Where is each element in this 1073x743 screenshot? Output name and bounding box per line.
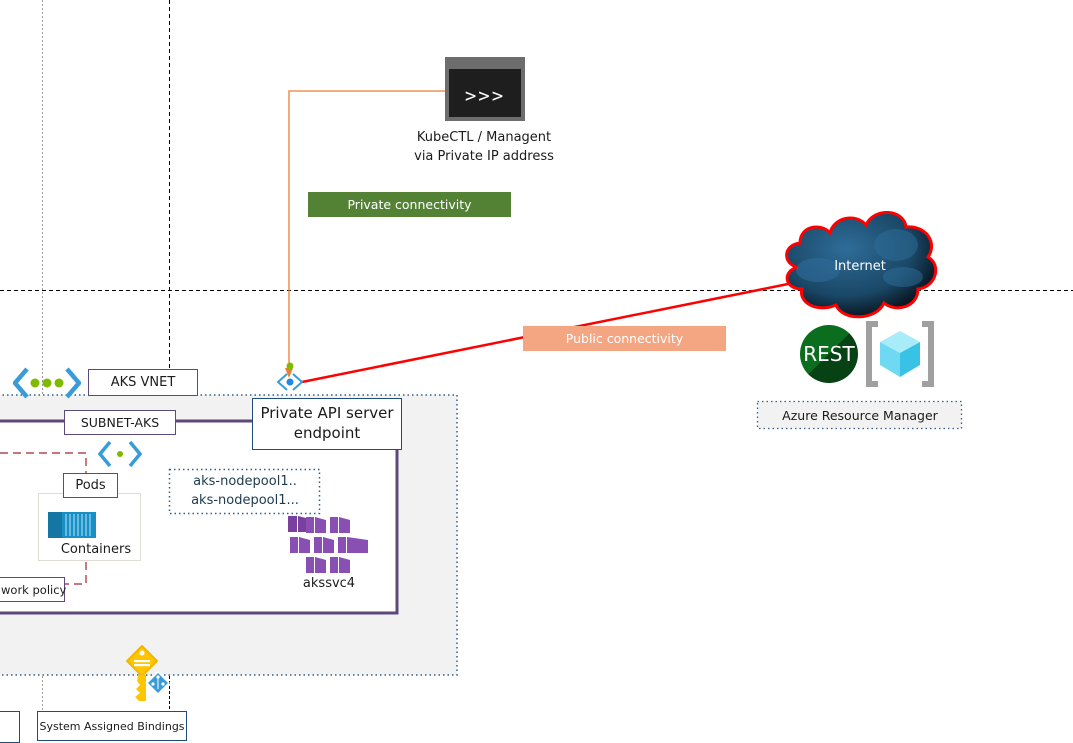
- left-bottom-box: [0, 711, 20, 743]
- terminal-prompt-glyph: >>>: [464, 85, 506, 107]
- resource-group-cube-icon: [866, 321, 934, 387]
- rest-label: REST: [803, 342, 855, 366]
- managed-identity-key-icon: [126, 645, 171, 701]
- vnet-label: AKS VNET: [88, 369, 198, 396]
- service-label: akssvc4: [302, 575, 356, 591]
- terminal-icon: >>>: [445, 57, 525, 121]
- pods-label: Pods: [63, 473, 118, 498]
- internet-label: Internet: [834, 258, 886, 274]
- private-connectivity-badge: Private connectivity: [308, 192, 511, 217]
- endpoint-label-line1: Private API server: [260, 404, 394, 422]
- container-icon: [48, 512, 96, 538]
- subnet-label: SUBNET-AKS: [64, 410, 176, 435]
- rest-api-icon: REST: [800, 325, 858, 383]
- terminal-label-line2: via Private IP address: [414, 148, 554, 164]
- subnet-frame: [0, 419, 399, 615]
- arm-label: Azure Resource Manager: [782, 408, 938, 423]
- private-connectivity-line: [288, 90, 446, 372]
- public-connectivity-badge: Public connectivity: [523, 326, 726, 351]
- terminal-label-line1: KubeCTL / Managent: [416, 129, 552, 145]
- nodepool-item: aks-nodepool1..: [193, 474, 297, 489]
- cloud-icon: [785, 211, 938, 319]
- network-policy-label: work policy: [0, 577, 66, 602]
- nodepool-box: [168, 468, 321, 515]
- network-policy-boundary: [0, 452, 87, 585]
- virtual-network-icon: [13, 367, 81, 399]
- subnet-icon: [98, 440, 142, 468]
- private-endpoint-icon: [276, 362, 304, 391]
- arm-label-box: [756, 400, 963, 430]
- private-arrowhead: [285, 368, 293, 378]
- private-api-endpoint-label: Private API server endpoint: [252, 398, 402, 450]
- system-bindings-label: System Assigned Bindings: [37, 711, 187, 741]
- containers-label: Containers: [60, 541, 132, 557]
- endpoint-label-line2: endpoint: [293, 424, 361, 442]
- nodepool-item: aks-nodepool1...: [191, 493, 299, 508]
- kubernetes-service-icon: [288, 516, 368, 573]
